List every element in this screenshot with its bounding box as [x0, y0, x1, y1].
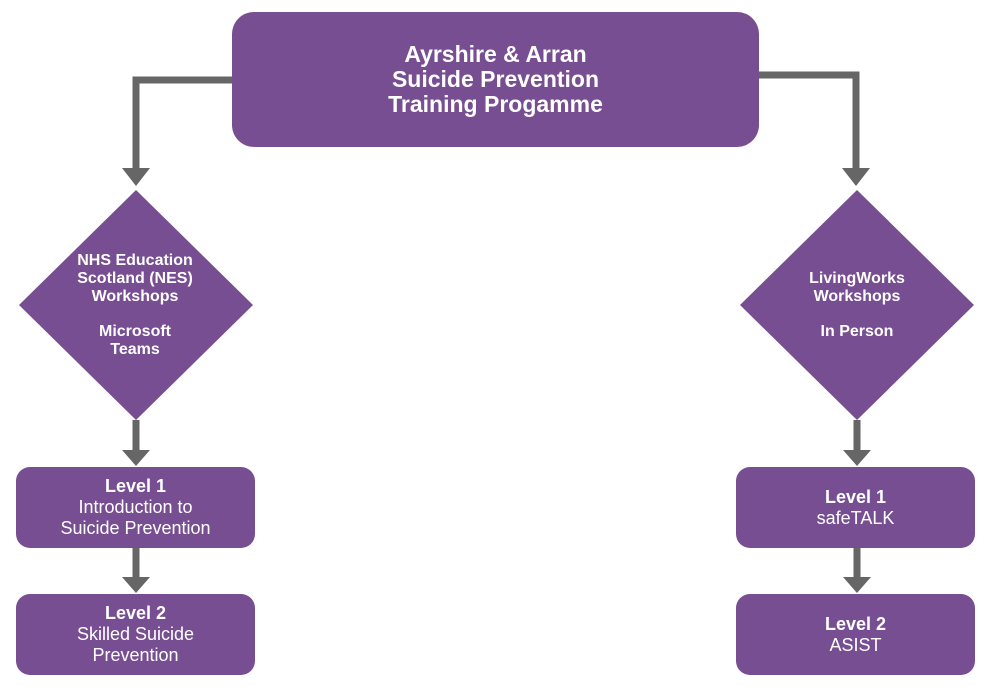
livingworks-line-2: Workshops [813, 287, 901, 305]
nes-line-3: Workshops [91, 287, 179, 305]
diamond-livingworks-workshops [740, 190, 974, 420]
nes-line-4: Microsoft [99, 322, 171, 340]
nes-level-2-line-1: Skilled Suicide [76, 624, 195, 644]
arrowhead-right-level1 [843, 450, 871, 466]
diamond-nes-workshops [19, 190, 253, 420]
nes-level-2-line-2: Prevention [92, 645, 179, 665]
livingworks-line-1: LivingWorks [809, 269, 905, 287]
title-line-3: Training Progamme [388, 91, 603, 117]
livingworks-workshops-label: LivingWorks Workshops In Person [757, 230, 957, 380]
nes-level-2-box: Level 2 Skilled Suicide Prevention [16, 594, 255, 675]
arrowhead-livingworks [842, 168, 870, 186]
nes-level-1-box: Level 1 Introduction to Suicide Preventi… [16, 467, 255, 548]
nes-level-1-heading: Level 1 [104, 476, 167, 496]
arrowhead-left-level2 [122, 577, 150, 593]
connector-title-to-livingworks [759, 71, 860, 170]
arrowhead-nes [122, 168, 150, 186]
nes-level-2-heading: Level 2 [104, 603, 167, 623]
connector-title-to-nes [132, 76, 232, 170]
title-line-2: Suicide Prevention [391, 66, 600, 92]
title-line-1: Ayrshire & Arran [404, 41, 587, 67]
programme-title-box: Ayrshire & Arran Suicide Prevention Trai… [232, 12, 759, 147]
nes-line-1: NHS Education [77, 251, 193, 269]
livingworks-level-1-box: Level 1 safeTALK [736, 467, 975, 548]
arrowhead-right-level2 [843, 577, 871, 593]
arrowhead-left-level1 [122, 450, 150, 466]
nes-level-1-line-2: Suicide Prevention [60, 518, 211, 538]
nes-level-1-line-1: Introduction to [78, 497, 193, 517]
nes-line-2: Scotland (NES) [77, 269, 193, 287]
livingworks-level-1-line-1: safeTALK [816, 507, 895, 528]
nes-workshops-label: NHS Education Scotland (NES) Workshops M… [35, 230, 235, 380]
livingworks-level-2-box: Level 2 ASIST [736, 594, 975, 675]
livingworks-line-3: In Person [820, 322, 894, 340]
livingworks-level-2-heading: Level 2 [824, 613, 887, 634]
livingworks-level-2-line-1: ASIST [829, 634, 882, 655]
nes-line-5: Teams [110, 340, 160, 358]
livingworks-level-1-heading: Level 1 [824, 486, 887, 507]
